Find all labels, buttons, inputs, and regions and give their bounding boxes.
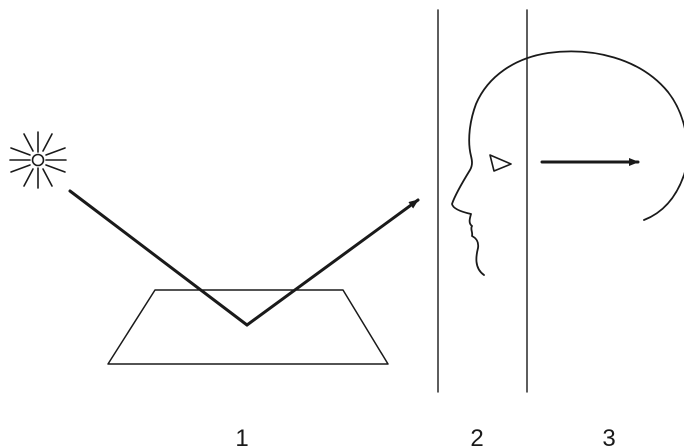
stage-label-3: 3 (602, 425, 615, 448)
stage-label-2: 2 (470, 425, 483, 448)
stage-label-1: 1 (235, 425, 248, 448)
head-profile (451, 50, 684, 276)
light-source-sun-icon (9, 131, 67, 189)
reflecting-surface (107, 289, 389, 365)
eye-icon (489, 154, 512, 172)
incident-ray (68, 189, 249, 327)
reflected-ray-arrow-icon (245, 198, 420, 327)
